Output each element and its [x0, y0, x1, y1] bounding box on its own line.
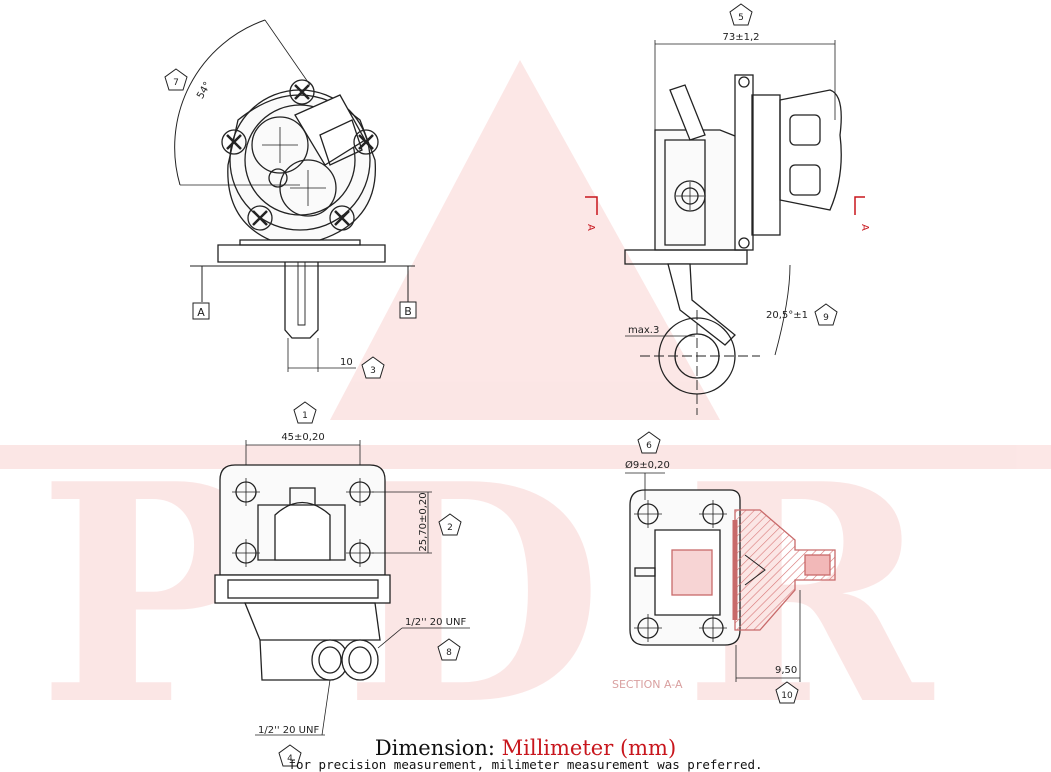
side-view: [585, 40, 865, 415]
balloon-10: 10: [775, 681, 799, 704]
balloon-1: 1: [293, 401, 317, 424]
svg-text:8: 8: [446, 648, 452, 658]
section-label: SECTION A-A: [612, 678, 683, 691]
front-screw: [329, 205, 355, 231]
dim-hole-spacing-x: 45±0,20: [281, 432, 324, 443]
front-screw: [221, 129, 247, 155]
datum-b-box: [399, 301, 417, 319]
balloon-8: 8: [437, 638, 461, 661]
dim-hole-diameter: Ø9±0,20: [625, 459, 670, 471]
dim-outlet-offset: 9,50: [775, 665, 797, 676]
watermark-band: [0, 445, 1051, 469]
front-screw: [247, 205, 273, 231]
datum-b: B: [404, 305, 412, 318]
bottom-hole: [346, 478, 374, 506]
balloon-5: 5: [729, 3, 753, 26]
watermark: PDR: [0, 60, 1051, 771]
watermark-text: PDR: [37, 418, 1012, 771]
dim-overall-length: 73±1,2: [722, 32, 759, 43]
datum-a-box: [192, 302, 210, 320]
dim-hole-spacing-y: 25,70±0,20: [418, 492, 429, 551]
dim-angle: 54°: [195, 80, 213, 101]
thread-bottom-label: 1/2'' 20 UNF: [258, 725, 319, 736]
bottom-hole: [232, 539, 260, 567]
svg-text:9: 9: [823, 313, 829, 323]
section-hole: [634, 500, 662, 528]
footer-note: for precision measurement, milimeter mea…: [288, 757, 763, 772]
dim-arm-width: 10: [340, 357, 353, 368]
front-screw: [353, 129, 379, 155]
footer-prefix: Dimension:: [374, 736, 502, 760]
balloon-4: 4: [278, 744, 302, 767]
thread-top-label: 1/2'' 20 UNF: [405, 617, 466, 628]
watermark-triangle: [330, 60, 720, 420]
front-screw: [289, 79, 315, 105]
svg-text:5: 5: [738, 13, 744, 23]
balloon-6: 6: [637, 431, 661, 454]
svg-text:1: 1: [302, 411, 308, 421]
bottom-hole: [346, 539, 374, 567]
svg-text:2: 2: [447, 523, 453, 533]
footer-title: Dimension: Millimeter (mm): [0, 736, 1051, 760]
balloon-9: 9: [814, 303, 838, 326]
svg-text:6: 6: [646, 441, 652, 451]
balloon-3: 3: [361, 356, 385, 379]
dim-lever-offset: max.3: [628, 325, 659, 336]
footer-unit: Millimeter (mm): [501, 736, 677, 760]
front-view: [174, 19, 415, 372]
svg-text:10: 10: [781, 691, 793, 701]
section-view: [625, 472, 836, 682]
svg-text:7: 7: [173, 78, 179, 88]
dim-lever-length: 20,5°±1: [766, 310, 808, 321]
section-hole: [699, 500, 727, 528]
svg-text:4: 4: [287, 754, 293, 764]
balloon-7: 7: [164, 68, 188, 91]
section-hole: [699, 614, 727, 642]
section-hole: [634, 614, 662, 642]
section-marker-left: A: [585, 224, 596, 231]
bottom-hole: [232, 478, 260, 506]
svg-text:3: 3: [370, 366, 376, 376]
datum-a: A: [197, 306, 205, 319]
balloon-2: 2: [438, 513, 462, 536]
section-marker-right: A: [859, 224, 870, 231]
bottom-view: [214, 440, 470, 736]
